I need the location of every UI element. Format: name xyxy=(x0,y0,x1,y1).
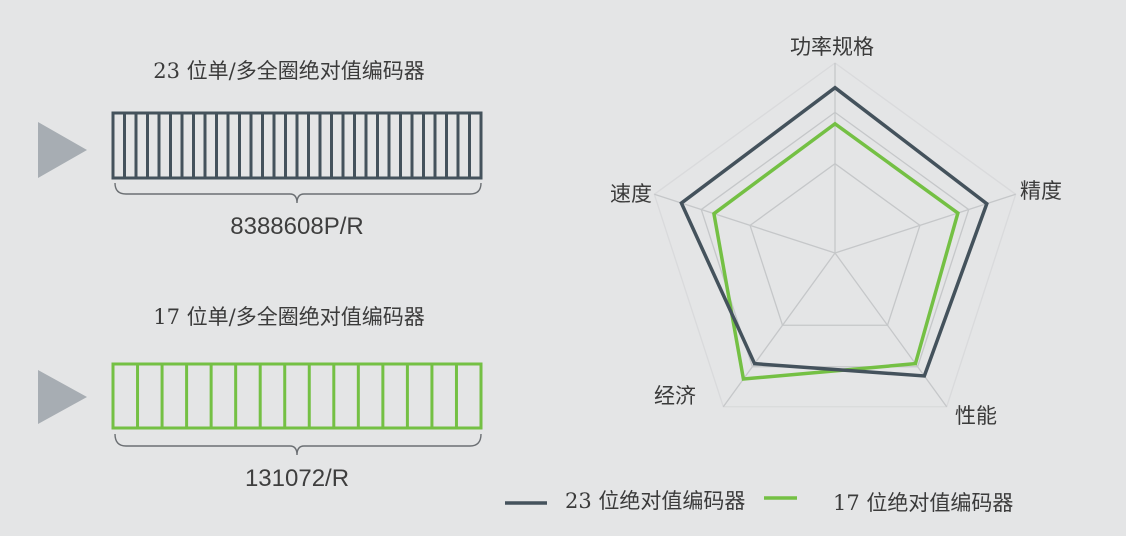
axis-label-precision: 精度 xyxy=(1020,179,1062,203)
axis-label-performance: 性能 xyxy=(955,404,997,428)
encoder-title: 23 位单/多全圈绝对值编码器 xyxy=(153,59,425,83)
axis-label-power: 功率规格 xyxy=(790,35,874,59)
radar-ring xyxy=(700,111,970,368)
encoder-frame xyxy=(111,362,483,430)
radar-ring xyxy=(749,162,921,326)
encoder-resolution: 131072/R xyxy=(244,465,350,492)
play-triangle-icon xyxy=(38,370,87,424)
radar-series xyxy=(679,85,989,381)
legend-label-17bit: 17 位绝对值编码器 xyxy=(833,491,1014,515)
encoder-frame xyxy=(111,111,483,180)
radar-series-line xyxy=(712,121,960,381)
radar-series-line xyxy=(679,85,989,378)
radar-axis xyxy=(722,252,836,408)
encoder-resolution: 8388608P/R xyxy=(230,213,364,240)
radar-axis xyxy=(654,193,836,254)
encoder-bars xyxy=(111,362,483,430)
axis-label-economy: 经济 xyxy=(654,384,696,408)
brace xyxy=(114,182,482,204)
axis-label-speed: 速度 xyxy=(610,182,652,206)
play-triangle-icon xyxy=(38,122,87,178)
legend-label-23bit: 23 位绝对值编码器 xyxy=(565,489,746,513)
encoder-title: 17 位单/多全圈绝对值编码器 xyxy=(153,305,425,329)
radar-grid xyxy=(653,62,1017,408)
radar-ring xyxy=(653,62,1017,408)
radar-axis xyxy=(834,252,948,408)
radar-axis xyxy=(834,193,1016,254)
brace xyxy=(114,433,482,456)
encoder-bars xyxy=(111,111,483,180)
